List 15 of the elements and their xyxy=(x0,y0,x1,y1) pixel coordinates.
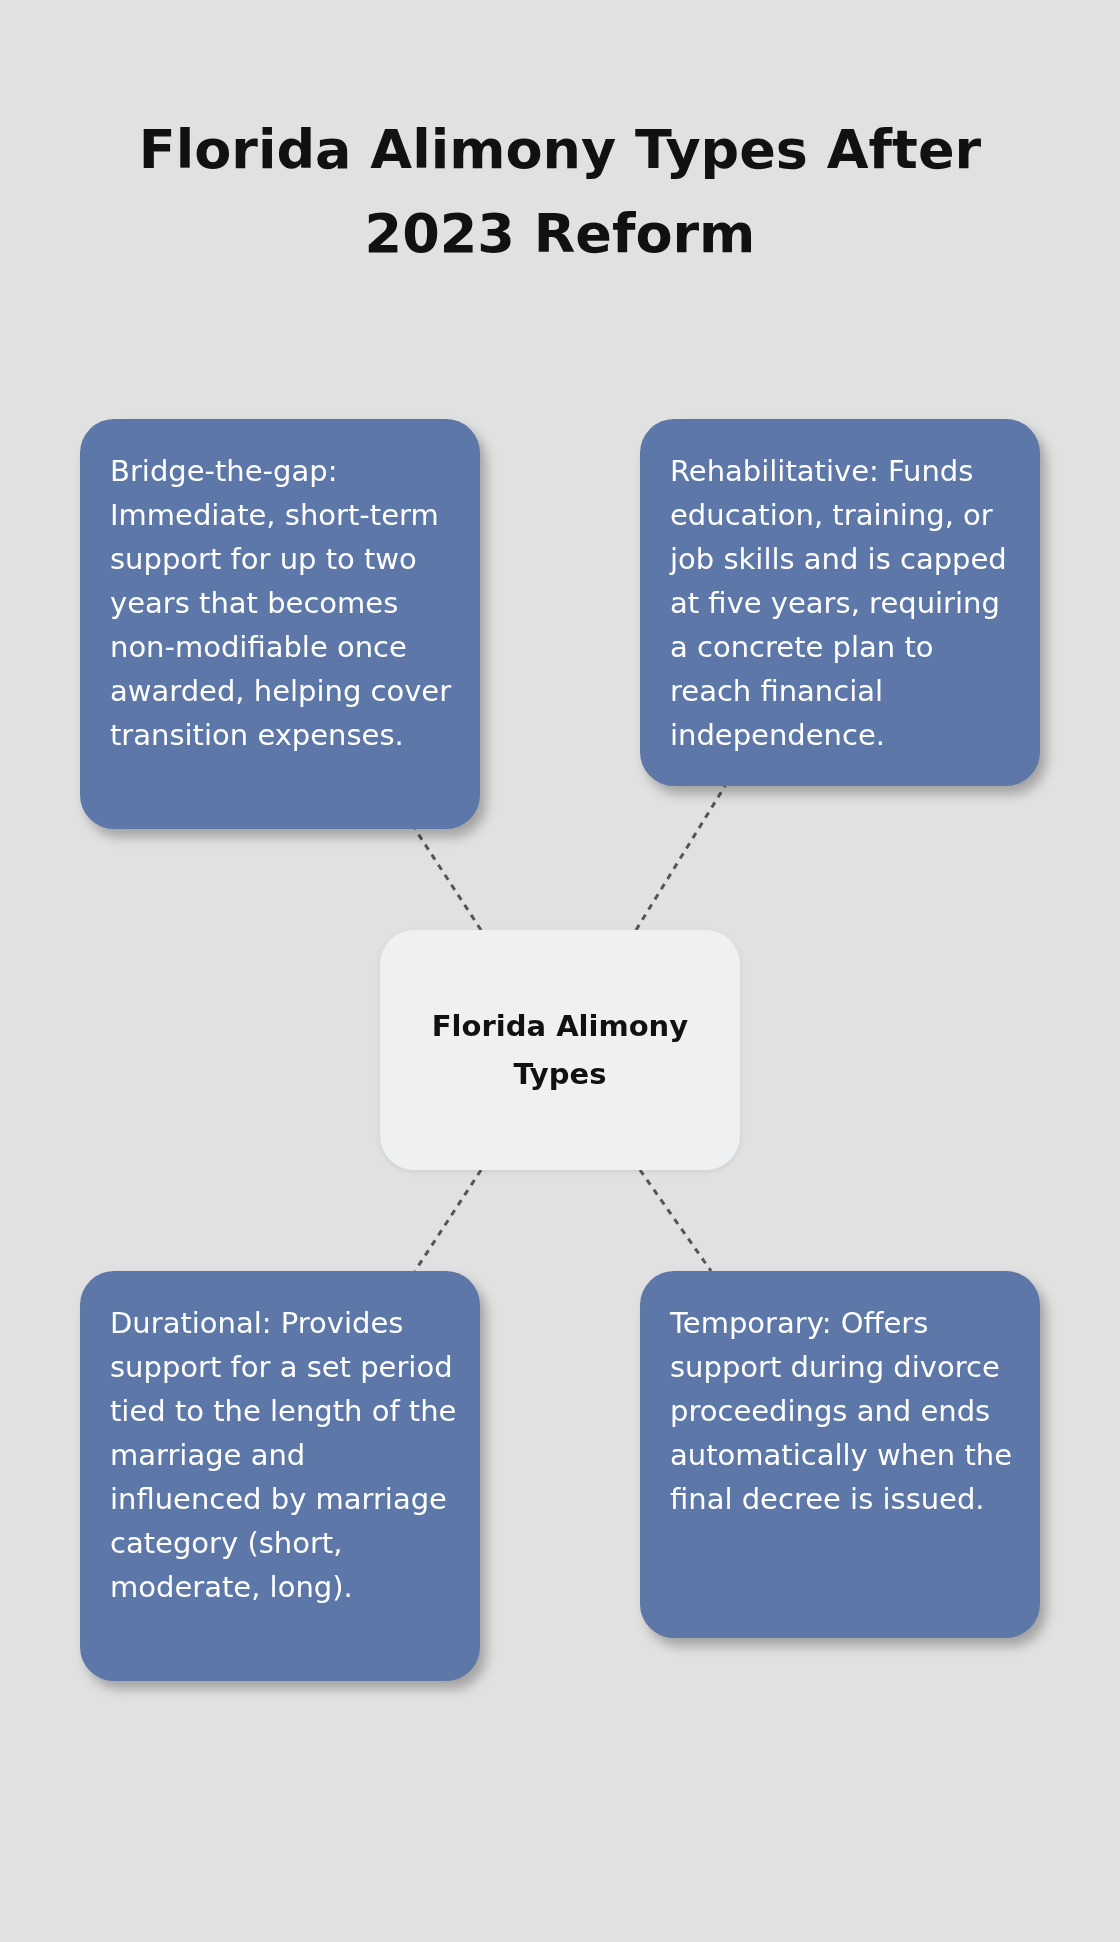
dashed-connector xyxy=(413,1169,483,1272)
dashed-connector xyxy=(634,785,727,931)
topic-label: Florida Alimony Types xyxy=(430,1008,690,1093)
description-text: Durational: Provides support for a set period tied to the length of the marriage and influenced by marriage category (short, moderate, long). xyxy=(110,1305,458,1606)
info-card xyxy=(640,1271,1040,1638)
info-card xyxy=(80,1271,480,1681)
description-text: Bridge-the-gap: Immediate, short-term support for up to two years that becomes non-modifiable once awarded, helping cover transition expenses. xyxy=(110,453,453,754)
central-topic-box xyxy=(380,930,740,1170)
dashed-connector xyxy=(413,828,483,931)
info-card xyxy=(640,419,1040,786)
description-text: Temporary: Offers support during divorce proceedings and ends automatically when the final decree is issued. xyxy=(670,1305,1014,1518)
title: Florida Alimony Types After 2023 Reform xyxy=(137,117,983,267)
info-card xyxy=(80,419,480,829)
dashed-connector xyxy=(638,1169,713,1272)
description-text: Rehabilitative: Funds education, training, or job skills and is capped at five years, requiring a concrete plan to reach financial independence. xyxy=(670,453,1008,754)
